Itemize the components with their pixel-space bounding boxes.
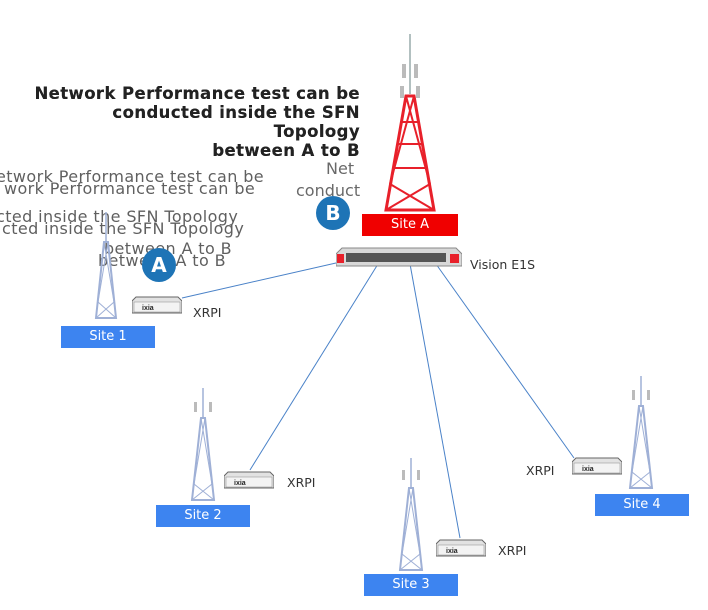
link-site-2	[249, 263, 379, 471]
xrpi-3-brand-text: ixia	[446, 548, 458, 555]
site-2-tower-icon	[190, 388, 216, 501]
site-3-tower-icon	[398, 458, 424, 571]
site-1-label: Site 1	[61, 326, 155, 348]
site-4-tower-icon	[628, 376, 654, 489]
caption-line-1: Network Performance test can be	[34, 84, 360, 103]
ghost-line-2: work Performance test can be	[4, 179, 256, 198]
link-site-4	[435, 263, 575, 459]
ghost-caption-right: Net conduct	[296, 158, 360, 202]
site-a-tower-icon	[384, 34, 436, 212]
site-2-label: Site 2	[156, 505, 250, 527]
link-site-3	[409, 263, 461, 539]
badge-a: A	[142, 248, 176, 282]
xrpi-2-brand-text: ixia	[234, 480, 246, 487]
xrpi-4-brand-text: ixia	[582, 466, 594, 473]
site-4-label: Site 4	[595, 494, 689, 516]
xrpi-1-label: XRPI	[193, 305, 222, 320]
site-a-label: Site A	[362, 214, 458, 236]
vision-e1s-switch-icon	[336, 247, 462, 267]
caption-line-2: conducted inside the SFN Topology	[112, 103, 360, 141]
xrpi-3-label: XRPI	[498, 543, 527, 558]
caption-line-3: between A to B	[212, 141, 360, 160]
ghost-line-3: cted inside the SFN Topology	[0, 207, 239, 226]
ghost-line-5: between A to B	[104, 239, 233, 258]
site-1-tower-icon	[94, 212, 118, 319]
ghost-line-1: etwork Performance test can be	[0, 167, 265, 186]
xrpi-4-label: XRPI	[526, 463, 555, 478]
xrpi-3-device-icon: ixia	[436, 539, 486, 557]
ghost-line-4: cted inside the SFN Topology	[2, 219, 245, 238]
vision-e1s-label: Vision E1S	[470, 257, 536, 272]
ghost-right-line-2: conduct	[296, 181, 361, 200]
link-site-1	[181, 257, 359, 299]
xrpi-1-brand-text: ixia	[142, 305, 154, 312]
site-3-label: Site 3	[364, 574, 458, 596]
caption-text: Network Performance test can be conducte…	[20, 84, 360, 160]
badge-b: B	[316, 196, 350, 230]
xrpi-2-label: XRPI	[287, 475, 316, 490]
ghost-right-line-1: Net	[326, 159, 355, 178]
xrpi-2-device-icon: ixia	[224, 471, 274, 489]
xrpi-4-device-icon: ixia	[572, 457, 622, 475]
xrpi-1-device-icon: ixia	[132, 296, 182, 314]
